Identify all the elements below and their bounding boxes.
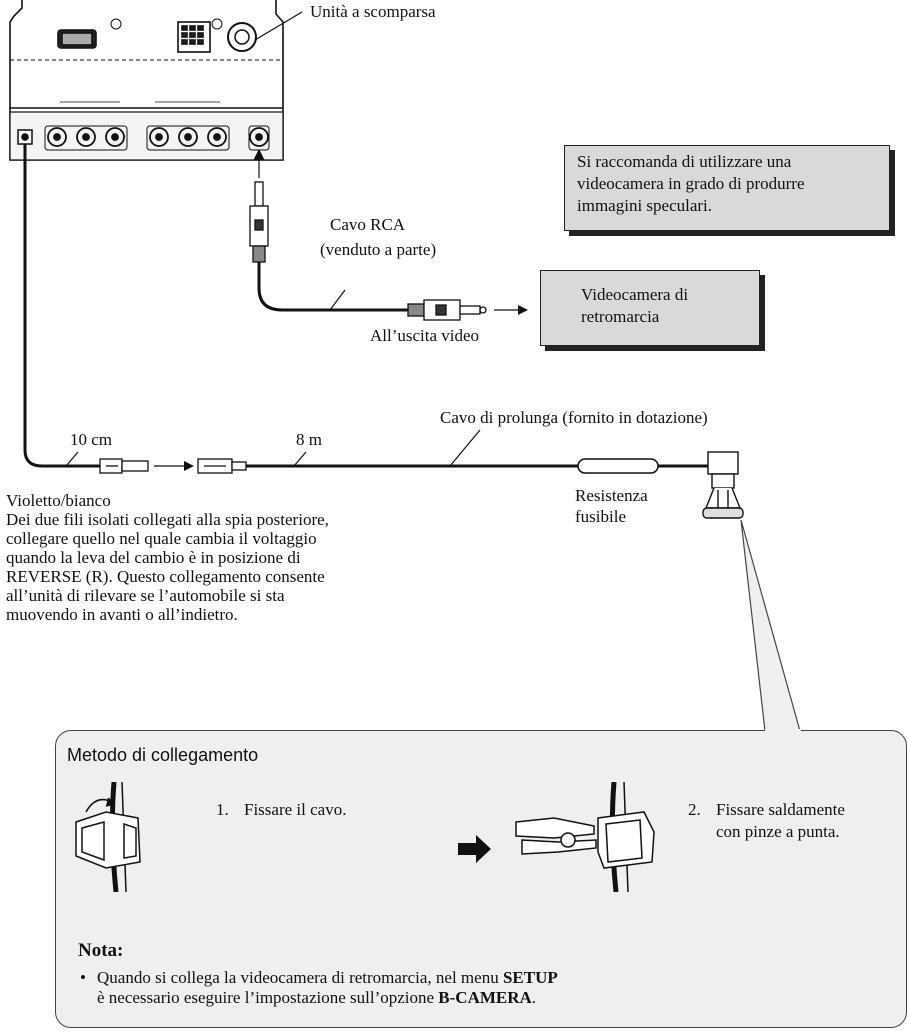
rear-camera-line-1: Videocamera di <box>581 285 689 304</box>
wire-description-line-5: all’unità di rilevare se l’automobile si… <box>6 586 285 605</box>
extension-cable-label: Cavo di prolunga (fornito in dotazione) <box>440 408 708 427</box>
connection-method-title: Metodo di collegamento <box>67 745 259 765</box>
nota-text-a: Quando si collega la videocamera di retr… <box>97 968 503 987</box>
wire-description: Violetto/bianco Dei due fili isolati col… <box>6 491 526 624</box>
connection-method-panel <box>55 730 907 1028</box>
recommendation-box: Si raccomanda di utilizzare una videocam… <box>564 145 890 231</box>
wire-description-line-3: quando la leva del cambio è in posizione… <box>6 548 301 567</box>
right-arrow-icon <box>458 835 491 863</box>
wire-clip-icon <box>702 451 744 519</box>
video-output-label: All’uscita video <box>370 326 480 345</box>
fuse-resistor-label-2: fusibile <box>575 507 626 526</box>
fuse-resistor-icon <box>577 458 659 474</box>
recommendation-line-3: immagini speculari. <box>577 196 713 215</box>
length-10cm-label: 10 cm <box>70 430 113 449</box>
wire-description-line-1: Dei due fili isolati collegati alla spia… <box>6 510 329 529</box>
step-2-line-1: Fissare saldamente <box>716 800 845 819</box>
wire-socket-icon <box>197 458 247 474</box>
rear-camera-line-2: retromarcia <box>581 307 660 326</box>
rear-camera-box: Videocamera di retromarcia <box>540 270 760 346</box>
rca-sold-separately-label: (venduto a parte) <box>320 240 437 259</box>
rca-plug-horizontal-icon <box>407 299 487 321</box>
callout-joint <box>765 729 801 733</box>
hideaway-unit-label: Unità a scomparsa <box>310 2 436 21</box>
fuse-resistor-label-1: Resistenza <box>575 486 648 505</box>
clip-cable-icon <box>75 782 141 892</box>
rca-plug-vertical-icon <box>249 181 269 263</box>
rca-cable-label: Cavo RCA <box>330 215 406 234</box>
step-1-text: Fissare il cavo. <box>244 800 347 819</box>
recommendation-line-2: videocamera in grado di produrre <box>577 174 805 193</box>
wire-color-label: Violetto/bianco <box>6 491 111 510</box>
pliers-clip-icon <box>515 782 655 892</box>
length-8m-label: 8 m <box>296 430 322 449</box>
nota-title: Nota: <box>78 940 124 961</box>
step-1-number: 1. <box>216 800 229 819</box>
step-2-number: 2. <box>688 800 701 819</box>
wire-description-line-4: REVERSE (R). Questo collegamento consent… <box>6 567 325 586</box>
recommendation-line-1: Si raccomanda di utilizzare una <box>577 152 792 171</box>
step-2-line-2: con pinze a punta. <box>716 822 840 841</box>
nota-text-b: è necessario eseguire l’impostazione sul… <box>97 988 439 1007</box>
hideaway-unit-drawing <box>9 0 284 161</box>
nota-text-c: . <box>531 988 537 1007</box>
nota-bcamera-keyword: B-CAMERA <box>438 988 532 1007</box>
nota-setup-keyword: SETUP <box>502 968 558 987</box>
wire-plug-icon <box>99 458 149 474</box>
wire-description-line-2: collegare quello nel quale cambia il vol… <box>6 529 317 548</box>
wire-description-line-6: muovendo in avanti o all’indietro. <box>6 605 238 624</box>
nota-bullet: • <box>80 968 86 987</box>
